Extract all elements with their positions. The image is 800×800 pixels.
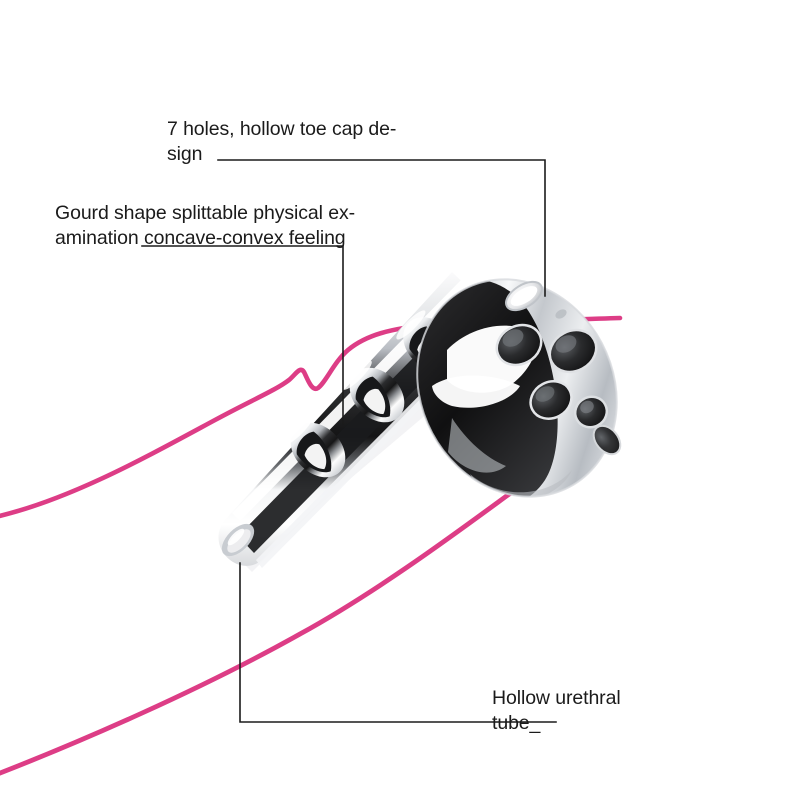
callout-label-hollow-tube: Hollow urethral tube_	[492, 687, 621, 734]
head-hole-6	[592, 424, 622, 456]
callout-label-gourd: Gourd shape splittable physical ex- amin…	[55, 202, 355, 249]
leader-line-gourd	[141, 245, 344, 425]
head-holes	[495, 280, 622, 456]
callout-label-toe-cap: 7 holes, hollow toe cap de- sign	[167, 118, 397, 165]
head-hole-7	[555, 309, 567, 319]
hollow-toe-cap-head	[406, 265, 622, 509]
